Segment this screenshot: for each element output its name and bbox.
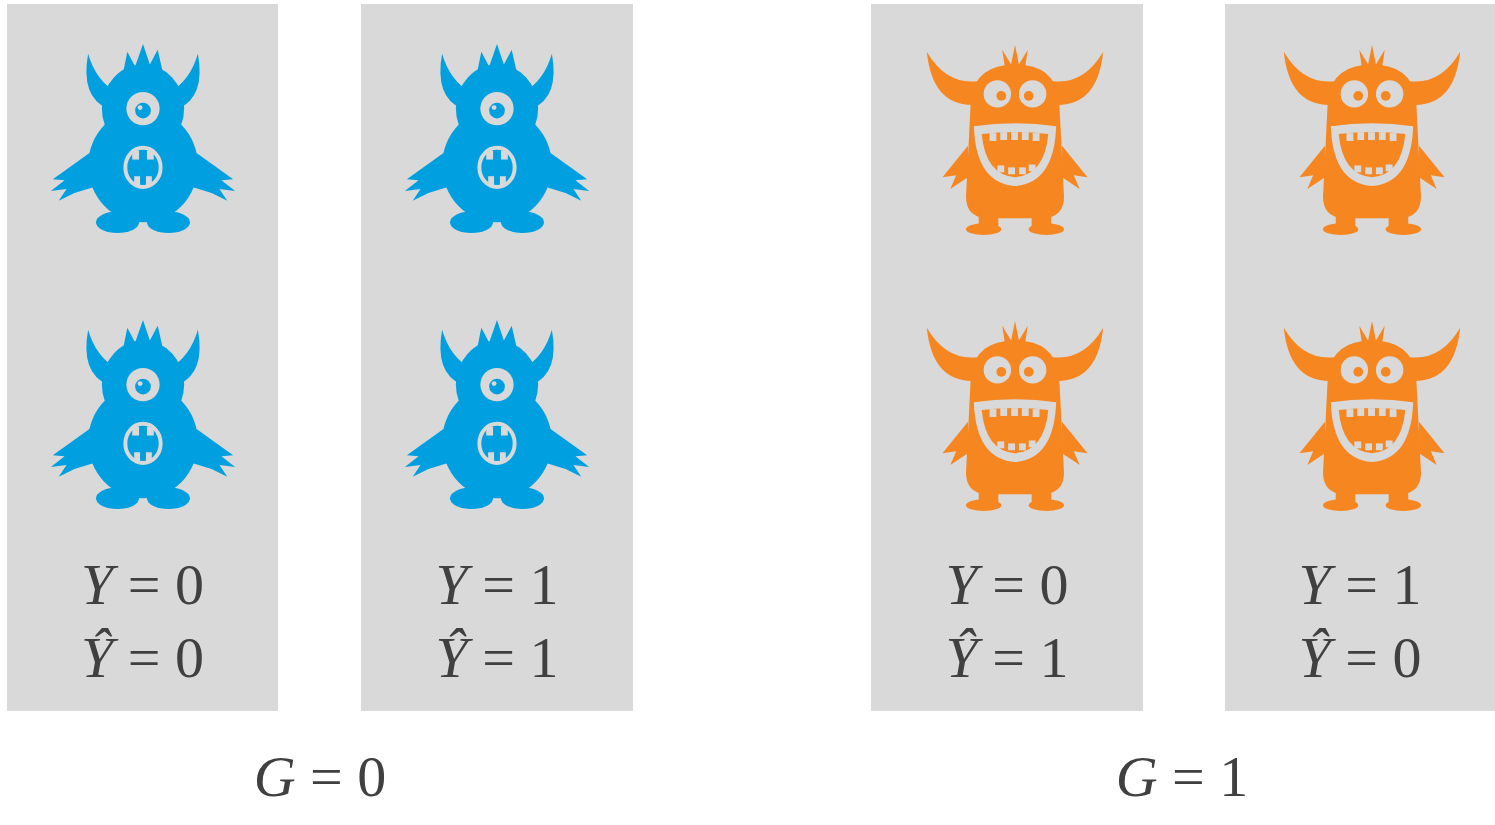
group-label-wrap: G = 0 [254,744,387,810]
group-label: G = 0 [254,744,387,810]
true-label: Y = 1 [361,552,633,618]
blue-monster [405,44,589,233]
blue-monster [51,44,235,233]
orange-monster [1284,321,1460,511]
true-label: Y = 0 [7,552,278,618]
group-panel: Y = 1 Ŷ = 1 [361,4,633,711]
group-panel: Y = 1 Ŷ = 0 [1225,4,1495,711]
predicted-label: Ŷ = 0 [1225,625,1495,691]
orange-monster [1284,45,1460,235]
orange-monster [927,321,1103,511]
group-panel: Y = 0 Ŷ = 0 [7,4,278,711]
group-label-wrap: G = 1 [1116,744,1249,810]
blue-monster [405,320,589,509]
orange-monster [927,45,1103,235]
predicted-label: Ŷ = 1 [871,625,1143,691]
predicted-label: Ŷ = 0 [7,625,278,691]
blue-monster [51,320,235,509]
true-label: Y = 0 [871,552,1143,618]
predicted-label: Ŷ = 1 [361,625,633,691]
true-label: Y = 1 [1225,552,1495,618]
group-label: G = 1 [1116,744,1249,810]
group-panel: Y = 0 Ŷ = 1 [871,4,1143,711]
